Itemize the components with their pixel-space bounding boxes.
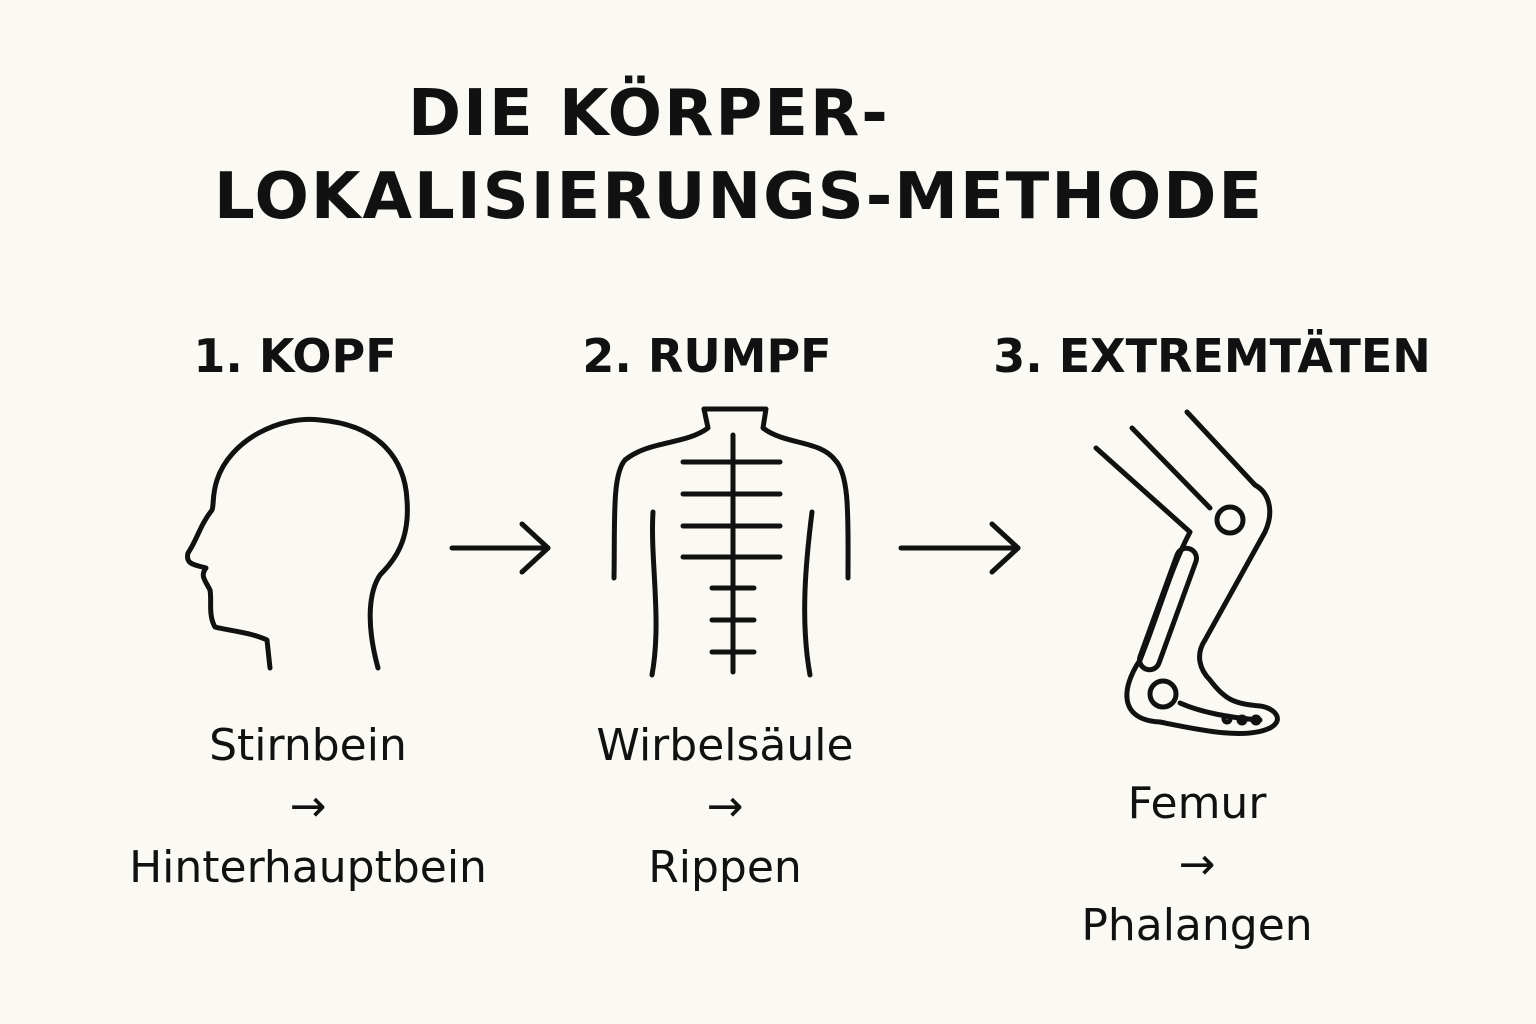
step-heading-rumpf: 2. RUMPF [582,329,832,383]
caption-arrow: → [706,781,744,832]
caption-arrow: → [1178,839,1216,890]
torso-spine-icon [611,406,851,678]
caption-from: Wirbelsäule [596,720,854,771]
caption-kopf: Stirnbein → Hinterhauptbein [129,715,487,898]
caption-arrow: → [289,781,327,832]
step-heading-kopf: 1. KOPF [193,329,397,383]
caption-from: Femur [1127,778,1267,829]
title-line-2: LOKALISIERUNGS-METHODE [214,160,1265,234]
leg-skeleton-icon [1093,409,1280,737]
caption-rumpf: Wirbelsäule → Rippen [596,715,853,898]
caption-from: Stirnbein [209,720,407,771]
caption-to: Rippen [648,842,802,893]
step-heading-extremitaeten: 3. EXTREMTÄTEN [993,329,1431,383]
head-profile-icon [185,416,410,671]
title-line-1: DIE KÖRPER- [408,77,890,151]
arrow-right-icon [449,521,551,575]
caption-to: Phalangen [1081,900,1313,951]
arrow-right-icon [898,521,1021,575]
caption-to: Hinterhauptbein [129,842,487,893]
caption-extremitaeten: Femur → Phalangen [1081,773,1312,956]
